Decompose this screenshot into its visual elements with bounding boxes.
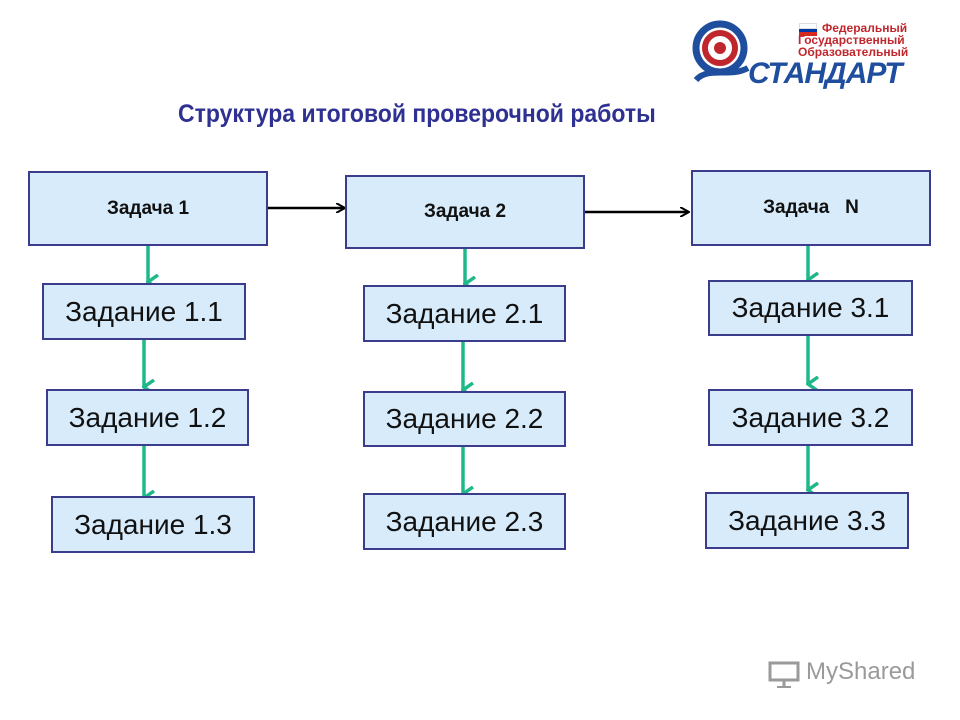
watermark-text: MyShared	[806, 658, 916, 685]
subtask-3-3: Задание 3.3	[705, 492, 909, 549]
task-1-header: Задача 1	[28, 171, 268, 246]
fgos-logo-icon	[692, 20, 750, 83]
logo-line-1: Федеральный	[822, 21, 908, 35]
logo-caption-2: Государственный Образовательный	[798, 34, 908, 58]
subtask-2-2: Задание 2.2	[363, 391, 566, 447]
task-n-header: Задача N	[691, 170, 931, 246]
subtask-3-1: Задание 3.1	[708, 280, 913, 336]
russian-flag-icon	[799, 23, 817, 36]
logo-caption: Федеральный	[822, 22, 907, 34]
task-2-header: Задача 2	[345, 175, 585, 249]
subtask-1-1: Задание 1.1	[42, 283, 246, 340]
logo-name: СТАНДАРТ	[748, 57, 903, 90]
logo-line-2: Государственный	[798, 33, 905, 47]
subtask-1-2: Задание 1.2	[46, 389, 249, 446]
subtask-1-3: Задание 1.3	[51, 496, 255, 553]
subtask-2-3: Задание 2.3	[363, 493, 566, 550]
subtask-3-2: Задание 3.2	[708, 389, 913, 446]
subtask-2-1: Задание 2.1	[363, 285, 566, 342]
logo-line-3: Образовательный	[798, 45, 909, 59]
presentation-icon	[768, 661, 800, 688]
diagram-title: Структура итоговой проверочной работы	[178, 100, 656, 128]
